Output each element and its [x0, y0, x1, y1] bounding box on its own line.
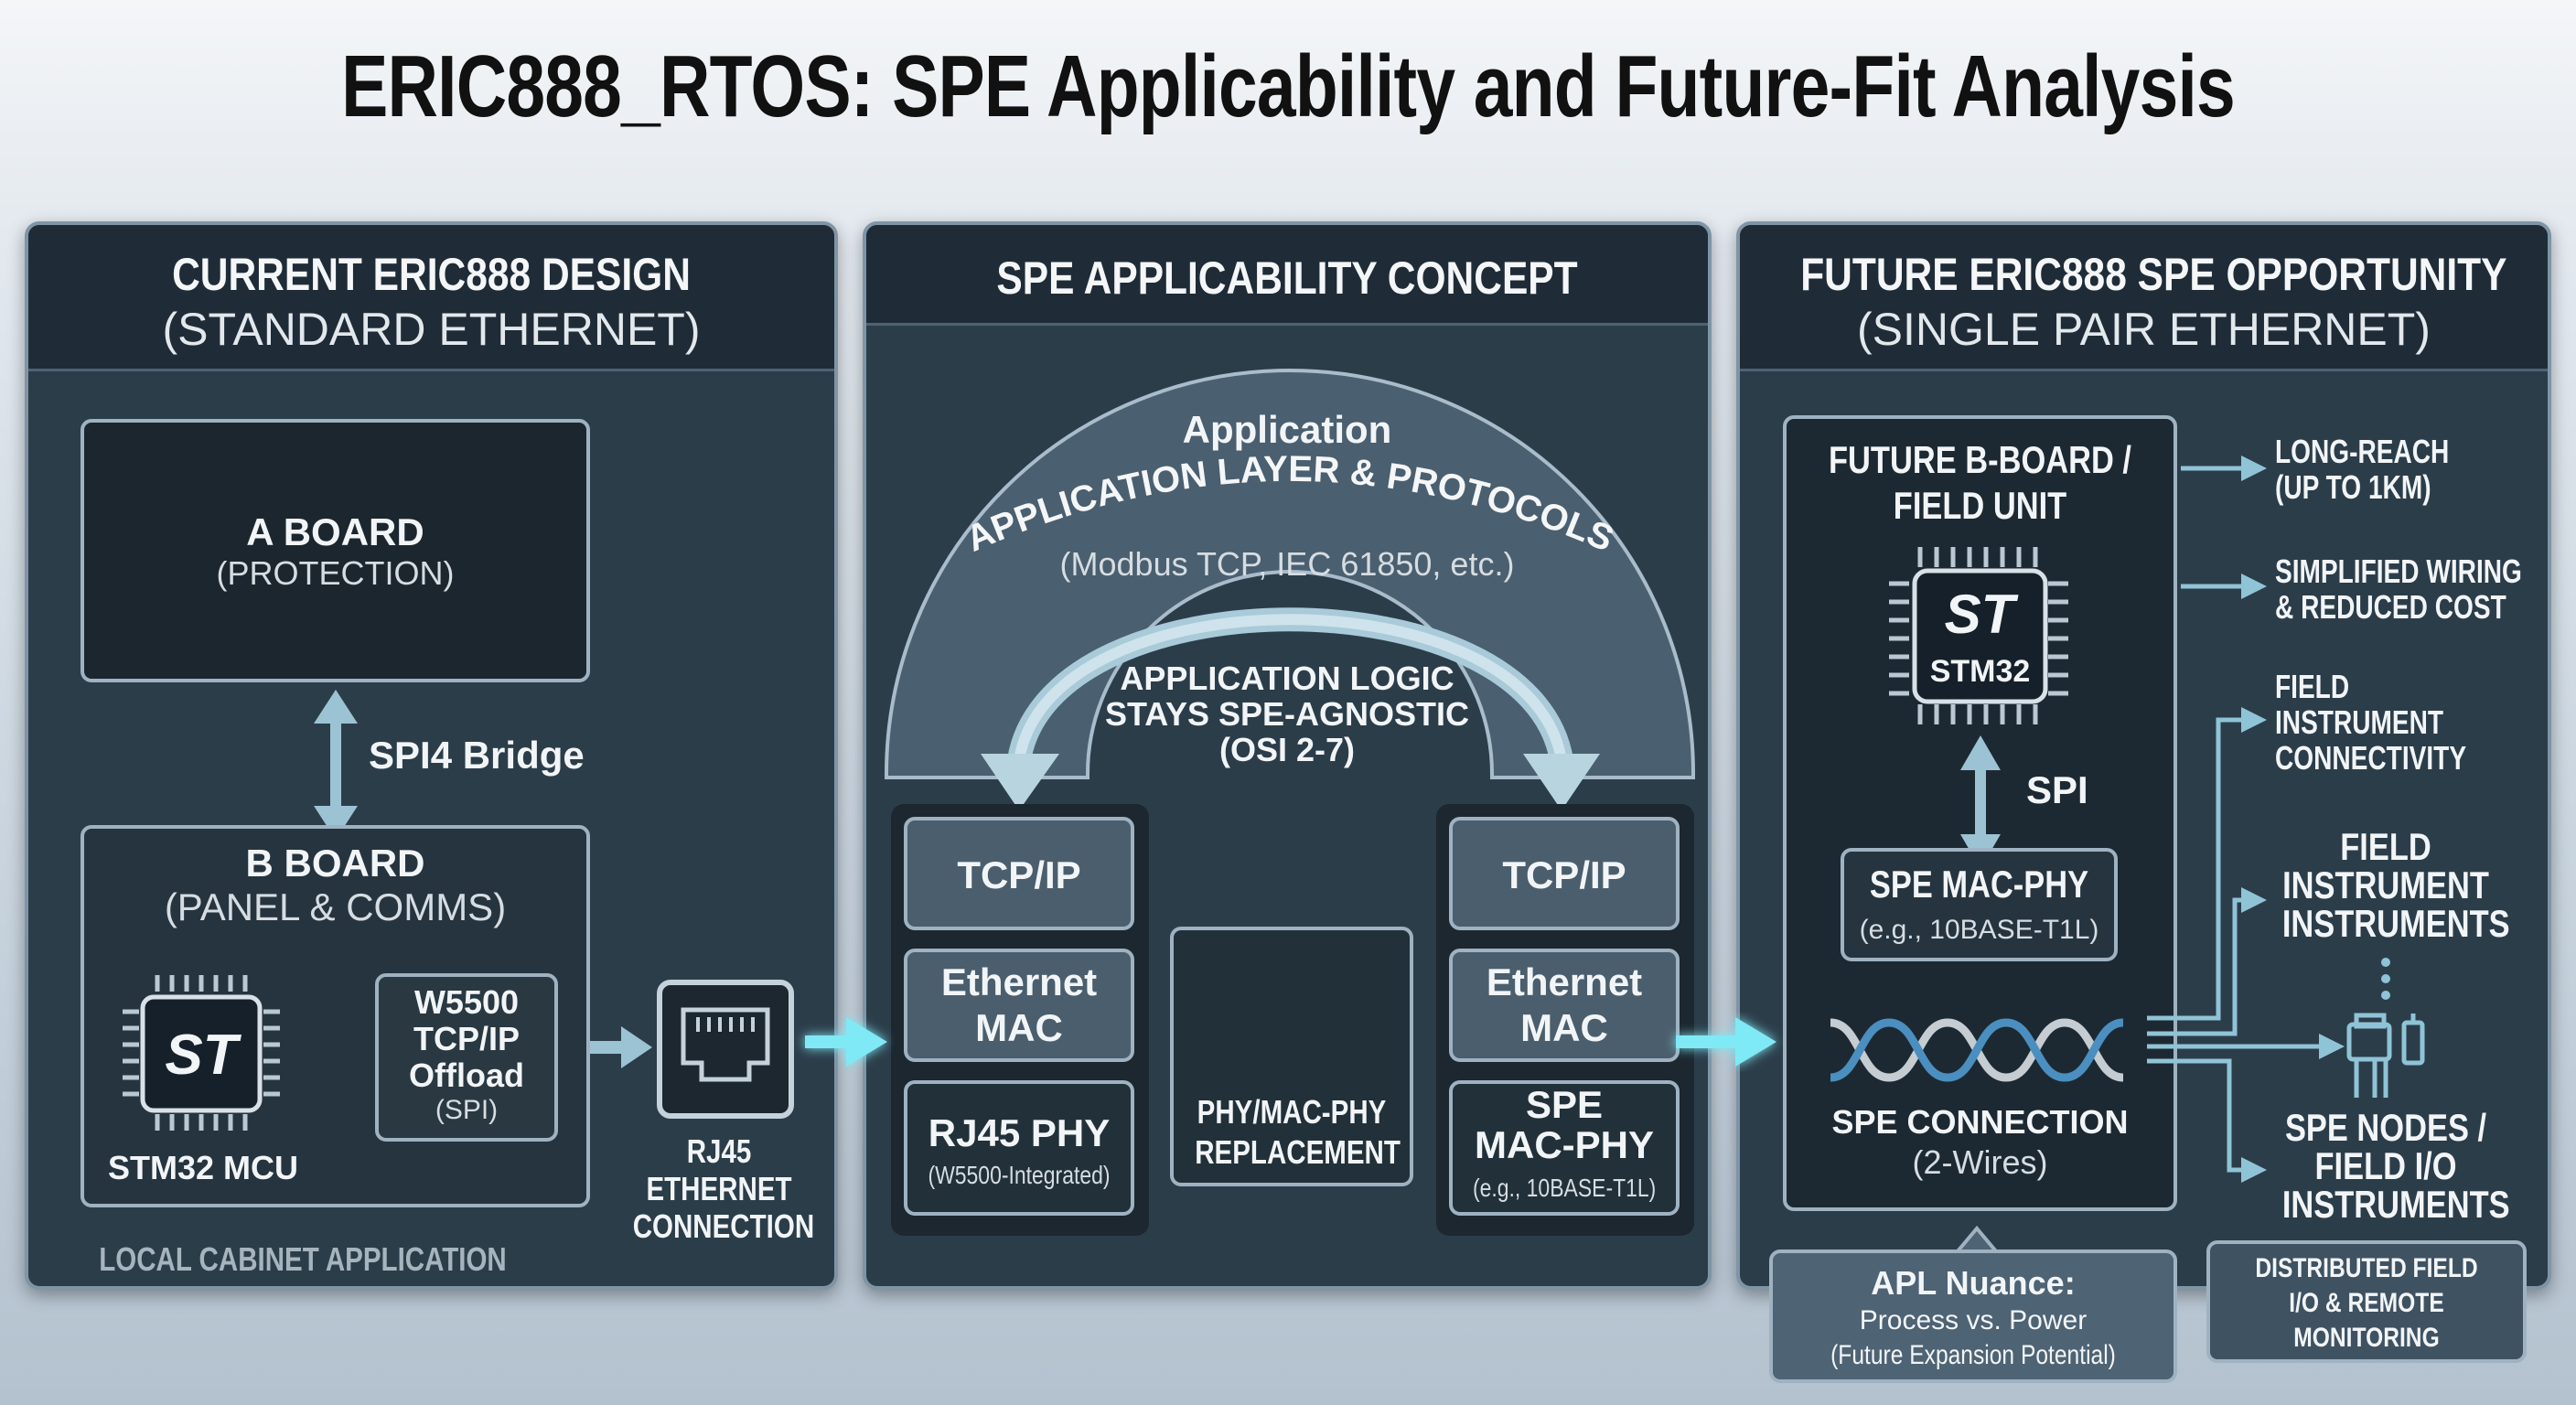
- macphy-subtitle: (e.g., 10BASE-T1L): [1859, 915, 2099, 945]
- distributed-io-callout: DISTRIBUTED FIELD I/O & REMOTE MONITORIN…: [2206, 1240, 2527, 1363]
- distributed-line3: MONITORING: [2293, 1323, 2440, 1353]
- rj45-line2: ETHERNET: [646, 1170, 792, 1207]
- rj45-port-icon: [657, 980, 794, 1119]
- panel-subtitle: (SINGLE PAIR ETHERNET): [1857, 304, 2431, 355]
- tcpip-layer: TCP/IP: [904, 817, 1134, 930]
- stm32-chip-icon: ST: [1830, 547, 2124, 1082]
- panel-title: SPE APPLICABILITY CONCEPT: [996, 252, 1578, 304]
- spe-connection-title: SPE CONNECTION: [1831, 1103, 2129, 1141]
- tcpip-layer: TCP/IP: [1449, 817, 1680, 930]
- layer-label: RJ45 PHY: [928, 1111, 1111, 1154]
- macphy-title: SPE MAC-PHY: [1869, 863, 2089, 906]
- benefit-line: LONG-REACH: [2275, 433, 2450, 470]
- benefit-long-reach: LONG-REACH (UP TO 1KM): [2275, 434, 2449, 505]
- logic-line1: APPLICATION LOGIC: [1120, 660, 1454, 697]
- benefit-line: FIELD: [2275, 668, 2350, 705]
- page-title: ERIC888_RTOS: SPE Applicability and Futu…: [341, 38, 2236, 135]
- twisted-pair-icon: [1830, 1018, 2124, 1082]
- apl-line3: (Future Expansion Potential): [1830, 1340, 2116, 1370]
- arch-protocols: (Modbus TCP, IEC 61850, etc.): [1059, 545, 1515, 583]
- stm32-mcu-label: STM32 MCU: [107, 1149, 299, 1186]
- b-board: B BOARD (PANEL & COMMS) ST STM32 MCU W55…: [80, 825, 590, 1207]
- stm32-chip-icon: ST: [123, 975, 280, 1131]
- panel-header: FUTURE ERIC888 SPE OPPORTUNITY (SINGLE P…: [1740, 225, 2548, 371]
- benefit-spe-nodes: SPE NODES / FIELD I/O INSTRUMENTS: [2281, 1106, 2510, 1226]
- apl-nuance-callout: APL Nuance: Process vs. Power (Future Ex…: [1769, 1249, 2177, 1383]
- benefit-line: CONNECTIVITY: [2275, 739, 2467, 777]
- panel-spe-concept: SPE APPLICABILITY CONCEPT APPLICATION LA…: [863, 221, 1712, 1290]
- benefit-field-instruments: FIELD INSTRUMENT INSTRUMENTS: [2281, 825, 2510, 945]
- a-board-subtitle: (PROTECTION): [216, 554, 455, 592]
- w5500-line4: (SPI): [435, 1095, 499, 1125]
- benefit-field-connectivity: FIELD INSTRUMENT CONNECTIVITY: [2275, 669, 2466, 776]
- layer-sublabel: (W5500-Integrated): [928, 1161, 1111, 1189]
- a-board-title: A BOARD: [246, 510, 424, 553]
- replacement-line2: REPLACEMENT: [1195, 1133, 1401, 1171]
- unit-title-line1: FUTURE B-BOARD /: [1829, 438, 2131, 481]
- w5500-box: W5500 TCP/IP Offload (SPI): [375, 973, 558, 1142]
- layer-label: Ethernet: [1486, 960, 1643, 1003]
- distributed-line1: DISTRIBUTED FIELD: [2255, 1253, 2478, 1283]
- layer-label: MAC-PHY: [1475, 1123, 1654, 1166]
- rj45-line3: CONNECTION: [632, 1207, 815, 1245]
- panel-current-design: CURRENT ERIC888 DESIGN (STANDARD ETHERNE…: [25, 221, 838, 1290]
- benefit-line: SPE NODES /: [2284, 1106, 2487, 1149]
- field-device-icon: [2346, 1013, 2425, 1098]
- distributed-line2: I/O & REMOTE: [2289, 1288, 2444, 1318]
- layer-label: MAC: [1520, 1006, 1608, 1049]
- apl-line2: Process vs. Power: [1859, 1305, 2088, 1335]
- panel-title: CURRENT ERIC888 DESIGN: [172, 249, 691, 300]
- rj45-line1: RJ45: [686, 1132, 752, 1170]
- rj45-phy-layer: RJ45 PHY (W5500-Integrated): [904, 1080, 1134, 1216]
- phy-replacement-box: PHY/MAC-PHY REPLACEMENT: [1170, 927, 1413, 1186]
- spi4-bridge-label: SPI4 Bridge: [369, 734, 585, 777]
- w5500-line2: TCP/IP: [413, 1020, 520, 1057]
- benefit-line: INSTRUMENT: [2282, 863, 2489, 906]
- svg-text:ST: ST: [165, 1024, 242, 1087]
- benefit-line: SIMPLIFIED WIRING: [2275, 552, 2522, 590]
- spe-stack: TCP/IP Ethernet MAC SPE MAC-PHY (e.g., 1…: [1436, 804, 1694, 1236]
- layer-label: Ethernet: [940, 960, 1098, 1003]
- panel-subtitle: (STANDARD ETHERNET): [162, 304, 701, 355]
- spi-label: SPI: [2026, 768, 2088, 811]
- benefit-line: FIELD: [2340, 825, 2431, 868]
- stm32-chip-label: STM32: [1929, 654, 2031, 689]
- benefit-line: & REDUCED COST: [2275, 588, 2506, 626]
- benefit-line: INSTRUMENTS: [2281, 902, 2510, 945]
- spe-macphy-box: SPE MAC-PHY (e.g., 10BASE-T1L): [1841, 848, 2118, 961]
- logic-line2: STAYS SPE-AGNOSTIC: [1104, 695, 1470, 733]
- benefit-line: FIELD I/O: [2314, 1144, 2457, 1187]
- benefit-line: (UP TO 1KM): [2275, 468, 2431, 506]
- layer-label: MAC: [975, 1006, 1063, 1049]
- panel-header: SPE APPLICABILITY CONCEPT: [866, 225, 1708, 326]
- w5500-line3: Offload: [409, 1056, 524, 1094]
- ethernet-mac-layer: Ethernet MAC: [1449, 949, 1680, 1062]
- arch-title: Application: [1182, 408, 1392, 451]
- logic-line3: (OSI 2-7): [1218, 731, 1356, 768]
- future-field-unit: FUTURE B-BOARD / FIELD UNIT ST SPI STM32…: [1783, 415, 2177, 1211]
- standard-stack: TCP/IP Ethernet MAC RJ45 PHY (W5500-Inte…: [891, 804, 1149, 1236]
- benefit-line: INSTRUMENT: [2275, 703, 2444, 741]
- ethernet-mac-layer: Ethernet MAC: [904, 949, 1134, 1062]
- layer-sublabel: (e.g., 10BASE-T1L): [1472, 1174, 1657, 1202]
- spe-macphy-layer: SPE MAC-PHY (e.g., 10BASE-T1L): [1449, 1080, 1680, 1216]
- benefit-simplified-wiring: SIMPLIFIED WIRING & REDUCED COST: [2275, 553, 2522, 625]
- w5500-line1: W5500: [413, 983, 520, 1021]
- apl-title: APL Nuance:: [1871, 1264, 2076, 1302]
- layer-label: TCP/IP: [957, 853, 1081, 896]
- panel-title: FUTURE ERIC888 SPE OPPORTUNITY: [1800, 249, 2507, 300]
- layer-label: SPE: [1525, 1083, 1604, 1126]
- benefit-line: INSTRUMENTS: [2281, 1183, 2510, 1226]
- replacement-line1: PHY/MAC-PHY: [1197, 1093, 1387, 1131]
- layer-label: TCP/IP: [1502, 853, 1626, 896]
- svg-text:ST: ST: [1945, 584, 2019, 645]
- b-board-subtitle: (PANEL & COMMS): [164, 885, 507, 928]
- unit-title-line2: FIELD UNIT: [1893, 484, 2067, 527]
- spe-connection-subtitle: (2-Wires): [1912, 1143, 2048, 1181]
- panel-header: CURRENT ERIC888 DESIGN (STANDARD ETHERNE…: [28, 225, 834, 371]
- b-board-title: B BOARD: [245, 842, 425, 885]
- local-cabinet-label: LOCAL CABINET APPLICATION: [99, 1240, 507, 1278]
- a-board: A BOARD (PROTECTION): [80, 419, 590, 682]
